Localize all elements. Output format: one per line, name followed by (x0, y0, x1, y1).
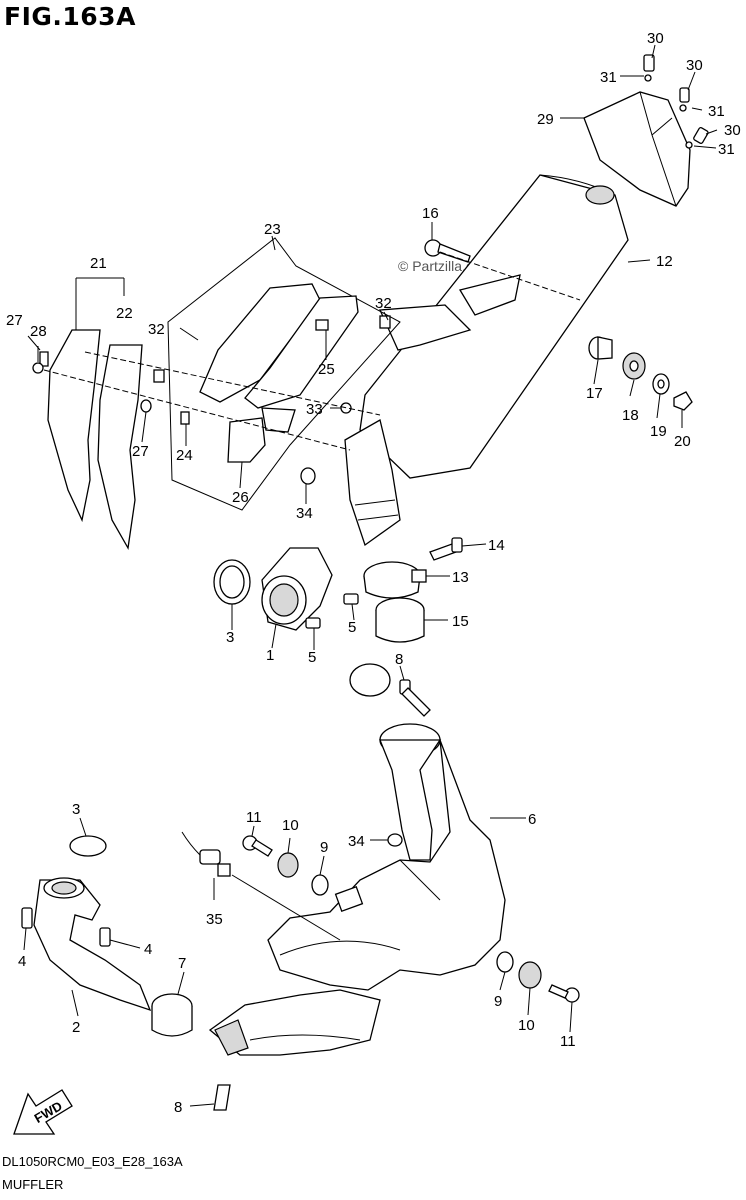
callout-label: 33 (306, 401, 323, 418)
exhaust-joint-part[interactable] (261, 547, 333, 631)
callout-label: 12 (656, 253, 673, 270)
bolt-part[interactable] (424, 239, 471, 263)
group-outline (167, 237, 401, 511)
fwd-arrow-icon: FWD (13, 1089, 73, 1135)
callout-label: 32 (375, 295, 392, 312)
callout-label: 3 (72, 801, 80, 818)
callout-label: 27 (6, 312, 23, 329)
callout-label: 31 (718, 141, 735, 158)
clamp-bolt-part[interactable] (429, 537, 463, 561)
chamber-part[interactable] (208, 989, 381, 1056)
callout-label: 35 (206, 911, 223, 928)
callout-label: 18 (622, 407, 639, 424)
clip-part[interactable] (153, 315, 391, 425)
leader-lines (23, 44, 718, 1107)
callout-label: 21 (90, 255, 107, 272)
figure-title: FIG.163A (4, 2, 136, 31)
callout-label: 22 (116, 305, 133, 322)
callout-label: 5 (348, 619, 356, 636)
screw-part[interactable] (643, 54, 709, 149)
stud-bolt-part[interactable] (21, 907, 111, 947)
mid-pipe-part[interactable] (267, 663, 506, 991)
callout-label: 32 (148, 321, 165, 338)
alignment-line (84, 351, 381, 416)
callout-label: 28 (30, 323, 47, 340)
front-pipe-part[interactable] (33, 877, 152, 1012)
callout-label: 20 (674, 433, 691, 450)
callout-label: 27 (132, 443, 149, 460)
gasket-7-part[interactable] (151, 993, 193, 1037)
heat-cover-26-part[interactable] (227, 407, 296, 463)
callout-label: 2 (72, 1019, 80, 1036)
callout-label: 7 (178, 955, 186, 972)
gasket-3b-part[interactable] (69, 835, 107, 857)
callout-label: 25 (318, 361, 335, 378)
callout-label: 30 (686, 57, 703, 74)
callout-label: 17 (586, 385, 603, 402)
callout-label: 30 (724, 122, 741, 139)
callout-label: 10 (282, 817, 299, 834)
exploded-parts-diagram: FWD 30 31 30 31 29 30 (6, 30, 741, 1135)
gasket-3-part[interactable] (213, 559, 251, 605)
nut-part[interactable] (673, 391, 693, 411)
callout-label: 13 (452, 569, 469, 586)
alignment-line (231, 874, 341, 941)
callout-label: 31 (708, 103, 725, 120)
callout-label: 4 (144, 941, 152, 958)
callout-labels: 30 31 30 31 29 30 31 16 12 23 21 22 27 2… (6, 30, 741, 1116)
callout-label: 8 (395, 651, 403, 668)
heat-cover-25-part[interactable] (199, 283, 359, 409)
callout-label: 10 (518, 1017, 535, 1034)
muffler-body-part[interactable] (344, 174, 629, 547)
grommet-34b-part[interactable] (387, 833, 403, 847)
callout-label: 23 (264, 221, 281, 238)
callout-label: 19 (650, 423, 667, 440)
callout-label: 30 (647, 30, 664, 47)
figure-name: MUFFLER (2, 1177, 64, 1192)
callout-label: 4 (18, 953, 26, 970)
callout-label: 8 (174, 1099, 182, 1116)
mount-collar-part[interactable] (588, 336, 613, 360)
alignment-line (439, 251, 581, 301)
alignment-line (43, 369, 351, 451)
callout-label: 9 (320, 839, 328, 856)
clamp-part[interactable] (363, 561, 427, 599)
callout-label: 6 (528, 811, 536, 828)
figure-code: DL1050RCM0_E03_E28_163A (2, 1154, 183, 1169)
callout-label: 31 (600, 69, 617, 86)
callout-label: 14 (488, 537, 505, 554)
callout-label: 15 (452, 613, 469, 630)
washer-part[interactable] (652, 373, 670, 395)
bolt-11-part[interactable] (242, 835, 580, 1003)
callout-label: 29 (537, 111, 554, 128)
bolt-5-part[interactable] (305, 593, 359, 629)
rubber-bushing-part[interactable] (622, 352, 646, 380)
callout-label: 1 (266, 647, 274, 664)
gasket-15-part[interactable] (375, 597, 425, 643)
callout-label: 24 (176, 447, 193, 464)
callout-label: 11 (560, 1033, 576, 1050)
callout-label: 34 (348, 833, 365, 850)
callout-label: 9 (494, 993, 502, 1010)
bolt-8-part[interactable] (399, 679, 431, 717)
end-cap-part[interactable] (583, 91, 691, 207)
callout-label: 16 (422, 205, 439, 222)
rubber-10-part[interactable] (277, 852, 542, 989)
callout-label: 5 (308, 649, 316, 666)
oxygen-sensor-part[interactable] (181, 831, 231, 877)
collar-9-part[interactable] (311, 874, 514, 973)
callout-label: 3 (226, 629, 234, 646)
bolt-8b-part[interactable] (213, 1084, 231, 1111)
heat-shield-22-part[interactable] (97, 344, 143, 550)
grommet-34-part[interactable] (300, 467, 316, 485)
callout-label: 26 (232, 489, 249, 506)
callout-label: 11 (246, 809, 262, 826)
heat-shield-21-part[interactable] (47, 329, 101, 523)
callout-label: 34 (296, 505, 313, 522)
